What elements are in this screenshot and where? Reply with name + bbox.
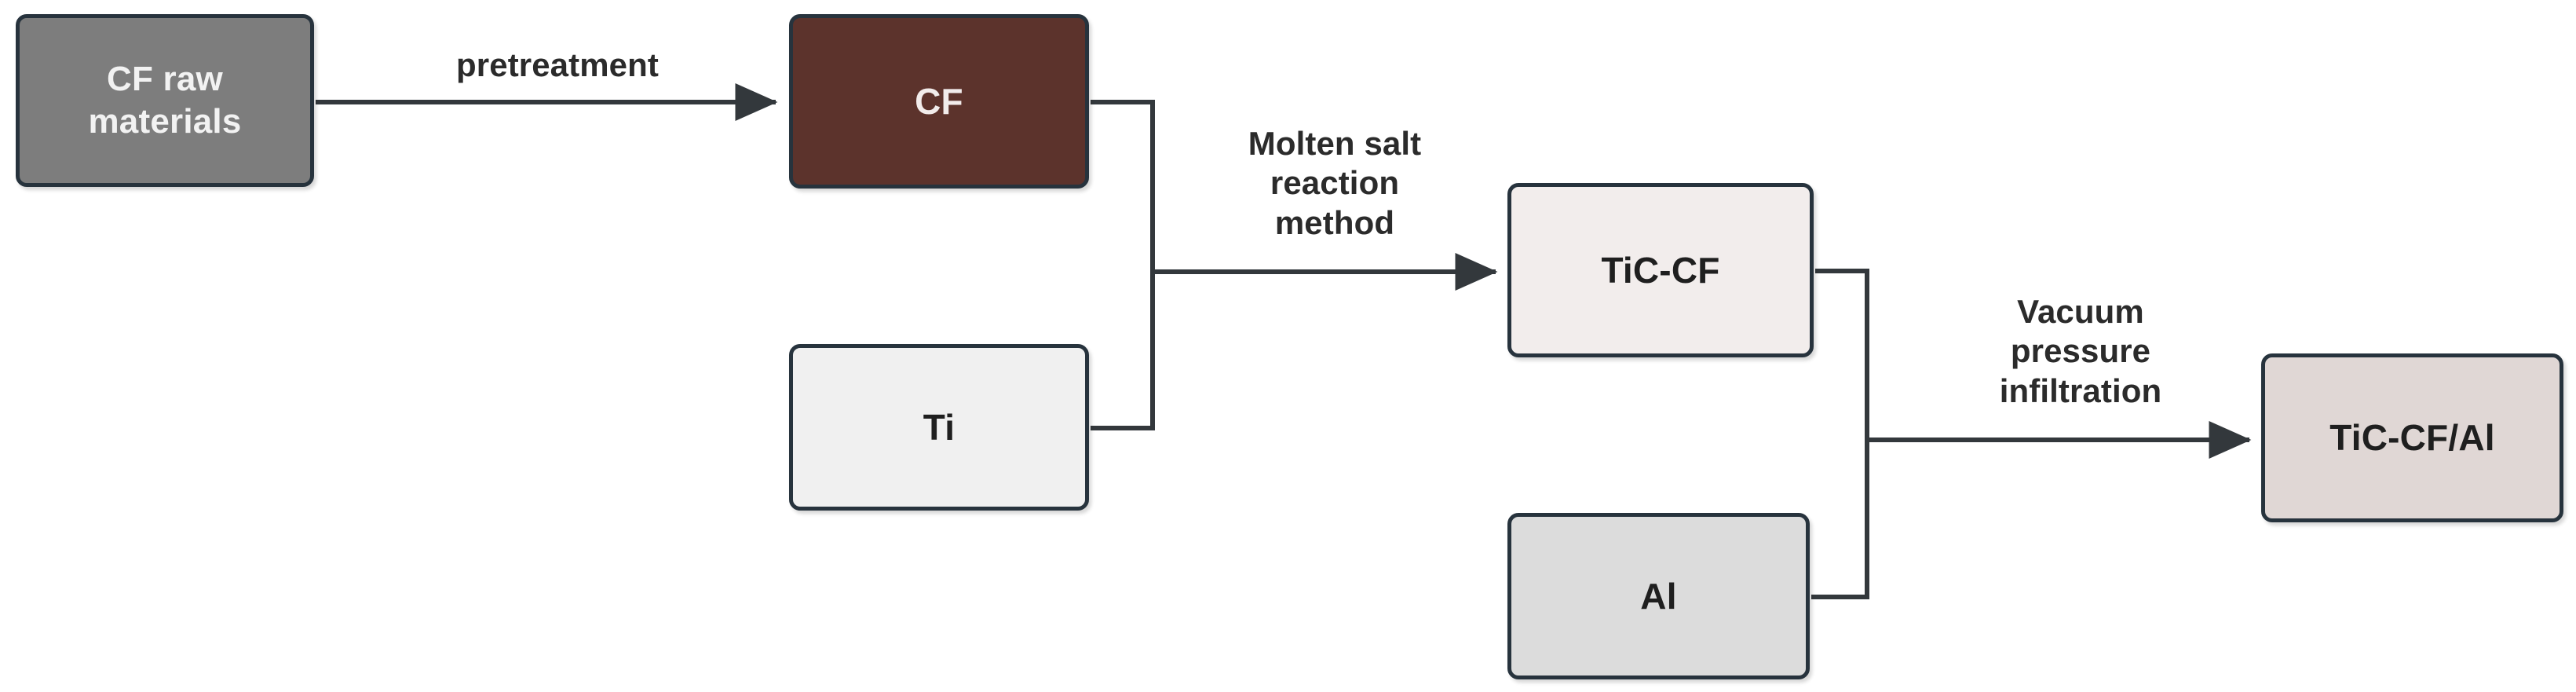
edge-label-vacuum-pressure-infiltration: Vacuum pressure infiltration <box>1999 293 2162 409</box>
node-label-tic-cf: TiC-CF <box>1601 249 1720 291</box>
connector-cf-to-merge <box>1091 100 1155 272</box>
node-label-tic-cf-al: TiC-CF/Al <box>2329 417 2495 459</box>
edge-label-pretreatment: pretreatment <box>456 46 659 83</box>
node-label-cf: CF <box>915 80 963 122</box>
connector-ti-to-merge <box>1091 272 1155 430</box>
node-tic-cf-al[interactable]: TiC-CF/Al <box>2261 353 2563 522</box>
node-cf-raw-materials[interactable]: CF raw materials <box>16 14 314 187</box>
node-tic-cf[interactable]: TiC-CF <box>1507 183 1814 357</box>
node-label-ti: Ti <box>923 406 955 448</box>
connector-al-to-merge2 <box>1811 440 1869 599</box>
node-cf[interactable]: CF <box>789 14 1089 189</box>
node-label-cf-raw-materials: CF raw materials <box>88 60 242 141</box>
edge-label-molten-salt-reaction-method: Molten salt reaction method <box>1248 125 1422 241</box>
node-al[interactable]: Al <box>1507 513 1810 679</box>
node-ti[interactable]: Ti <box>789 344 1089 511</box>
node-label-al: Al <box>1640 575 1677 617</box>
connector-tic-cf-to-merge2 <box>1815 269 1869 440</box>
